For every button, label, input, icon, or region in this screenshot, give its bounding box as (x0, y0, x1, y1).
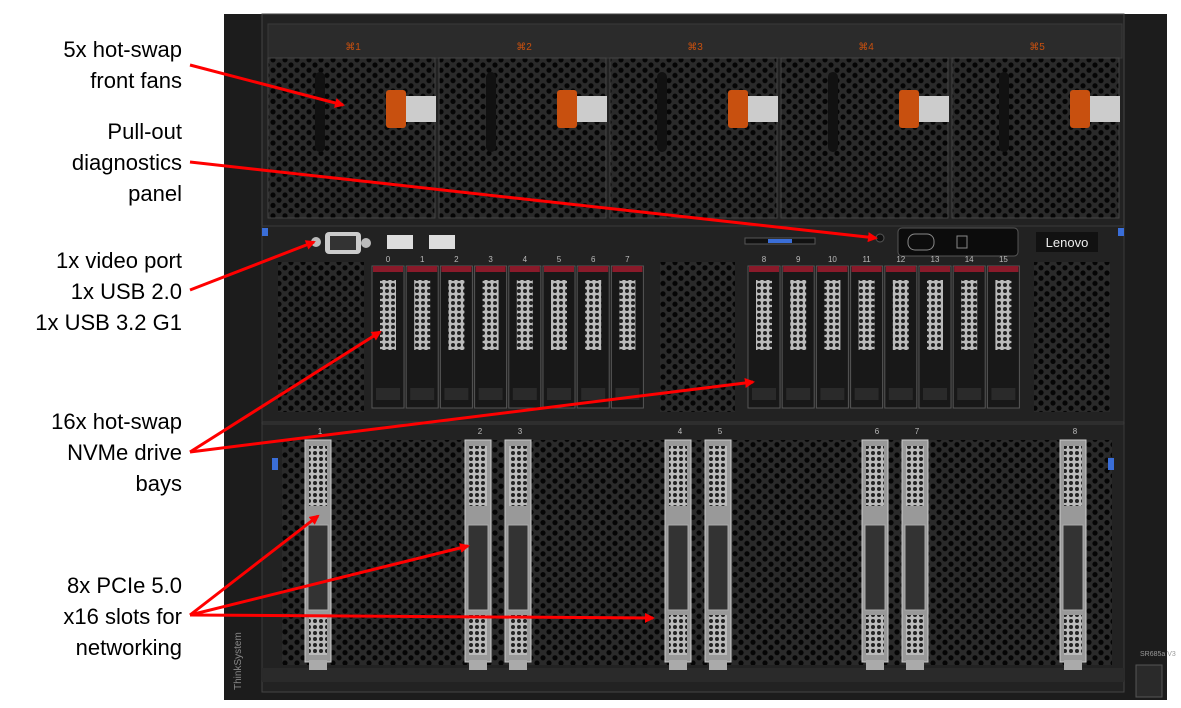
drive-bay[interactable]: 7 (610, 255, 644, 409)
bay-number: 3 (488, 255, 493, 264)
arrow-drives-left (189, 330, 382, 454)
bay-number: 7 (625, 255, 630, 264)
thinksystem-label: ThinkSystem (233, 632, 244, 690)
callout-line: front fans (90, 68, 182, 93)
pcie-slot[interactable]: 4 (664, 427, 692, 670)
slot-number: 1 (318, 427, 323, 436)
usb-2-port[interactable] (387, 235, 413, 249)
pcie-slot[interactable]: 3 (504, 427, 532, 670)
callout-arrows (189, 63, 878, 623)
arrow-ports (189, 240, 316, 292)
bay-number: 8 (762, 255, 767, 264)
callout-line: 5x hot-swap (63, 37, 182, 62)
callout-fans: 5x hot-swap front fans (63, 34, 182, 96)
callout-line: diagnostics (71, 150, 182, 175)
fan-number: ⌘2 (516, 42, 532, 53)
drive-bay[interactable]: 6 (576, 255, 610, 409)
callout-pcie: 8x PCIe 5.0 x16 slots for networking (63, 570, 182, 663)
drive-bay[interactable]: 4 (508, 255, 542, 409)
fan-latch[interactable] (899, 90, 919, 128)
arrow-pcie-2 (189, 543, 470, 617)
usb-3-port[interactable] (429, 235, 455, 249)
pcie-slot[interactable]: 5 (704, 427, 732, 670)
fan-number: ⌘4 (858, 42, 874, 53)
video-port[interactable] (311, 232, 371, 254)
callout-line: 8x PCIe 5.0 (67, 573, 182, 598)
fan-module[interactable]: ⌘5 (951, 42, 1120, 219)
callout-line: 1x video port (56, 248, 182, 273)
callout-line: 1x USB 2.0 (70, 279, 182, 304)
fan-number: ⌘3 (687, 42, 703, 53)
fan-latch[interactable] (386, 90, 406, 128)
model-label: SR685a V3 (1140, 651, 1176, 658)
bay-number: 11 (862, 255, 871, 264)
callout-drives: 16x hot-swap NVMe drive bays (51, 406, 182, 499)
drive-bay[interactable]: 8 (747, 255, 781, 409)
arrow-drives-right (189, 378, 755, 454)
pcie-slot[interactable]: 8 (1059, 427, 1087, 670)
bay-number: 13 (931, 255, 940, 264)
callout-line: bays (135, 471, 182, 496)
drive-bay[interactable]: 1 (405, 255, 439, 409)
callout-line: 1x USB 3.2 G1 (35, 310, 182, 335)
bay-number: 14 (965, 255, 974, 264)
lenovo-logo: Lenovo (1046, 235, 1089, 250)
arrow-pcie-3 (189, 612, 655, 623)
service-tag (1135, 664, 1163, 698)
fan-latch[interactable] (1070, 90, 1090, 128)
pcie-slot[interactable]: 6 (861, 427, 889, 670)
fan-number: ⌘1 (345, 42, 361, 53)
bay-number: 0 (386, 255, 391, 264)
bay-number: 15 (999, 255, 1008, 264)
slot-number: 6 (875, 427, 880, 436)
fan-latch[interactable] (557, 90, 577, 128)
bay-number: 5 (557, 255, 562, 264)
drive-bay[interactable]: 2 (439, 255, 473, 409)
callout-line: networking (75, 635, 182, 660)
callout-line: 16x hot-swap (51, 409, 182, 434)
pcie-slot[interactable]: 7 (901, 427, 929, 670)
callout-line: NVMe drive (67, 440, 182, 465)
slot-number: 2 (478, 427, 483, 436)
fan-module[interactable]: ⌘3 (609, 42, 778, 219)
bay-number: 1 (420, 255, 425, 264)
arrow-pcie-1 (189, 514, 320, 617)
drive-bay[interactable]: 0 (371, 255, 405, 409)
bay-number: 10 (828, 255, 837, 264)
drive-bay[interactable]: 12 (884, 255, 918, 409)
callout-ports: 1x video port 1x USB 2.0 1x USB 3.2 G1 (35, 245, 182, 338)
bay-number: 4 (523, 255, 528, 264)
slot-number: 3 (518, 427, 523, 436)
fan-number: ⌘5 (1029, 42, 1045, 53)
slot-number: 7 (915, 427, 920, 436)
fan-module[interactable]: ⌘1 (267, 42, 436, 219)
drive-bay[interactable]: 9 (781, 255, 815, 409)
slot-number: 5 (718, 427, 723, 436)
diagnostics-panel[interactable] (897, 227, 1019, 257)
callout-line: panel (128, 181, 182, 206)
drive-bay[interactable]: 10 (815, 255, 849, 409)
bay-number: 2 (454, 255, 459, 264)
pcie-slot[interactable]: 1 (304, 427, 332, 670)
bay-number: 9 (796, 255, 801, 264)
arrow-fans (189, 63, 345, 108)
drive-bay[interactable]: 3 (474, 255, 508, 409)
callout-line: x16 slots for (63, 604, 182, 629)
drive-bay[interactable]: 5 (542, 255, 576, 409)
arrow-diagnostics (189, 160, 878, 243)
drive-bay[interactable]: 13 (918, 255, 952, 409)
drive-bay[interactable]: 15 (986, 255, 1020, 409)
drive-bay[interactable]: 11 (850, 255, 884, 409)
drive-bay[interactable]: 14 (952, 255, 986, 409)
callout-line: Pull-out (107, 119, 182, 144)
bay-number: 12 (896, 255, 905, 264)
slot-number: 4 (678, 427, 683, 436)
fan-module[interactable]: ⌘4 (780, 42, 949, 219)
pcie-slot[interactable]: 2 (464, 427, 492, 670)
callout-diagnostics: Pull-out diagnostics panel (72, 116, 182, 209)
fan-latch[interactable] (728, 90, 748, 128)
bay-number: 6 (591, 255, 596, 264)
slot-number: 8 (1073, 427, 1078, 436)
